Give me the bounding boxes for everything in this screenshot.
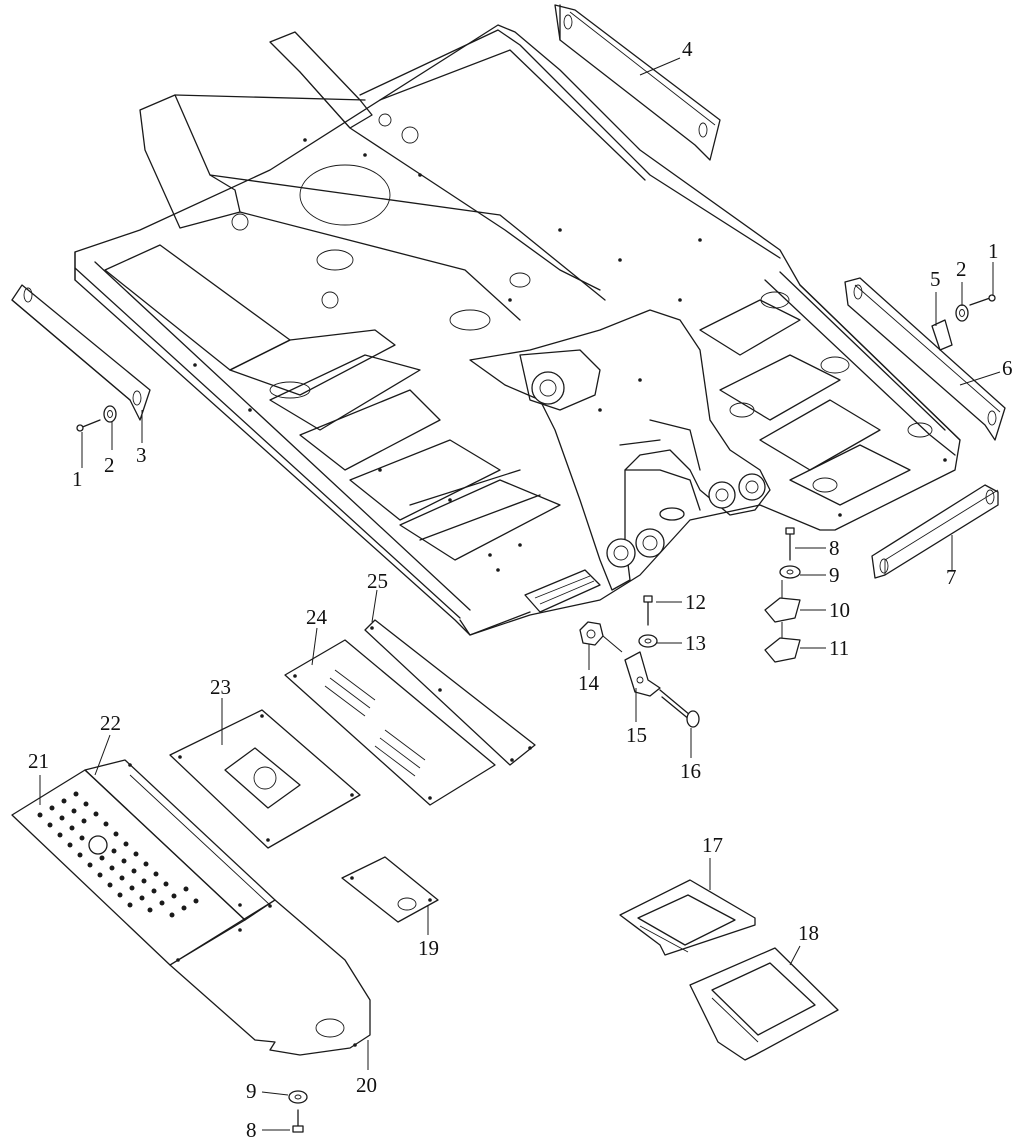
callout-1-left: 1 xyxy=(72,467,83,491)
plate-22 xyxy=(84,759,276,921)
right-lower-cover xyxy=(871,484,999,579)
callout-7: 7 xyxy=(946,565,957,589)
plate-18 xyxy=(689,947,839,1061)
plate-17 xyxy=(619,879,756,956)
callout-22: 22 xyxy=(100,711,121,735)
callout-1-right: 1 xyxy=(988,239,999,263)
callout-5: 5 xyxy=(930,267,941,291)
callout-14: 14 xyxy=(578,671,600,695)
plate-20 xyxy=(169,899,371,1056)
fasteners-left xyxy=(76,405,117,432)
fasteners-bottom xyxy=(288,1090,308,1133)
plate-19 xyxy=(341,856,439,923)
left-side-cover xyxy=(11,284,151,421)
callout-2-right: 2 xyxy=(956,257,967,281)
callout-labels: 1 2 3 4 1 2 5 6 7 8 9 10 11 12 13 14 15 … xyxy=(28,37,1013,1141)
callout-9-bottom: 9 xyxy=(246,1079,257,1103)
callout-3: 3 xyxy=(136,443,147,467)
callout-21: 21 xyxy=(28,749,49,773)
callout-8-bottom: 8 xyxy=(246,1118,257,1141)
callout-23: 23 xyxy=(210,675,231,699)
upper-right-cover xyxy=(554,4,721,161)
callout-18: 18 xyxy=(798,921,819,945)
plate-21-perforated xyxy=(11,769,246,966)
callout-17: 17 xyxy=(702,833,723,857)
plate-24 xyxy=(284,639,496,806)
callout-20: 20 xyxy=(356,1073,377,1097)
callout-19: 19 xyxy=(418,936,439,960)
callout-25: 25 xyxy=(367,569,388,593)
right-side-cover xyxy=(844,277,1006,441)
callout-24: 24 xyxy=(306,605,328,629)
callout-15: 15 xyxy=(626,723,647,747)
plate-23 xyxy=(169,709,361,849)
callout-4: 4 xyxy=(682,37,693,61)
callout-9-top: 9 xyxy=(829,563,840,587)
callout-12: 12 xyxy=(685,590,706,614)
callout-2-left: 2 xyxy=(104,453,115,477)
callout-8-top: 8 xyxy=(829,536,840,560)
main-frame xyxy=(74,24,961,636)
callout-13: 13 xyxy=(685,631,706,655)
fasteners-right xyxy=(931,294,996,351)
callout-16: 16 xyxy=(680,759,701,783)
callout-10: 10 xyxy=(829,598,850,622)
plate-25 xyxy=(364,619,536,766)
callout-6: 6 xyxy=(1002,356,1013,380)
callout-11: 11 xyxy=(829,636,849,660)
hardware-set xyxy=(579,527,801,728)
leader-lines xyxy=(39,57,1001,1131)
